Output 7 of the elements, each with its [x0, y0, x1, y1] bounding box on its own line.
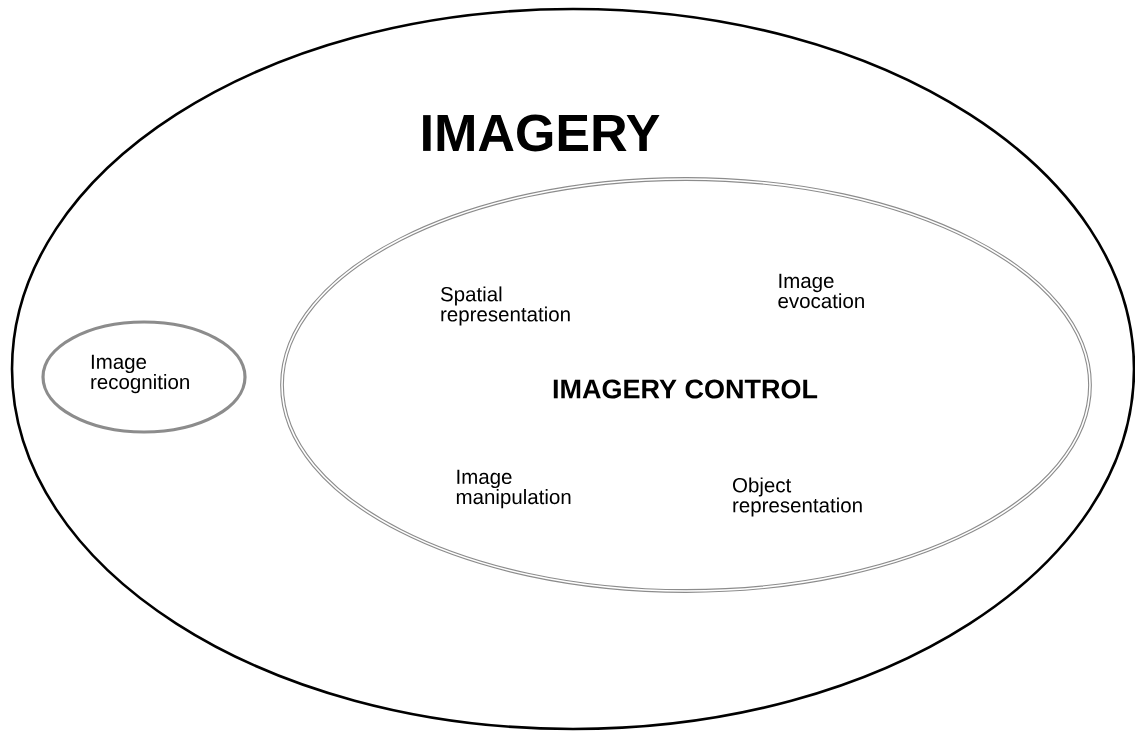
- text-label: Spatial representation: [440, 286, 570, 326]
- heading: IMAGERY: [423, 114, 660, 152]
- text-label: Image evocation: [778, 273, 864, 309]
- text-label: Image manipulation: [456, 469, 571, 509]
- text-label: Image recognition: [91, 354, 189, 394]
- heading: IMAGERY CONTROL: [553, 379, 818, 399]
- text-label: Object representation: [733, 477, 862, 517]
